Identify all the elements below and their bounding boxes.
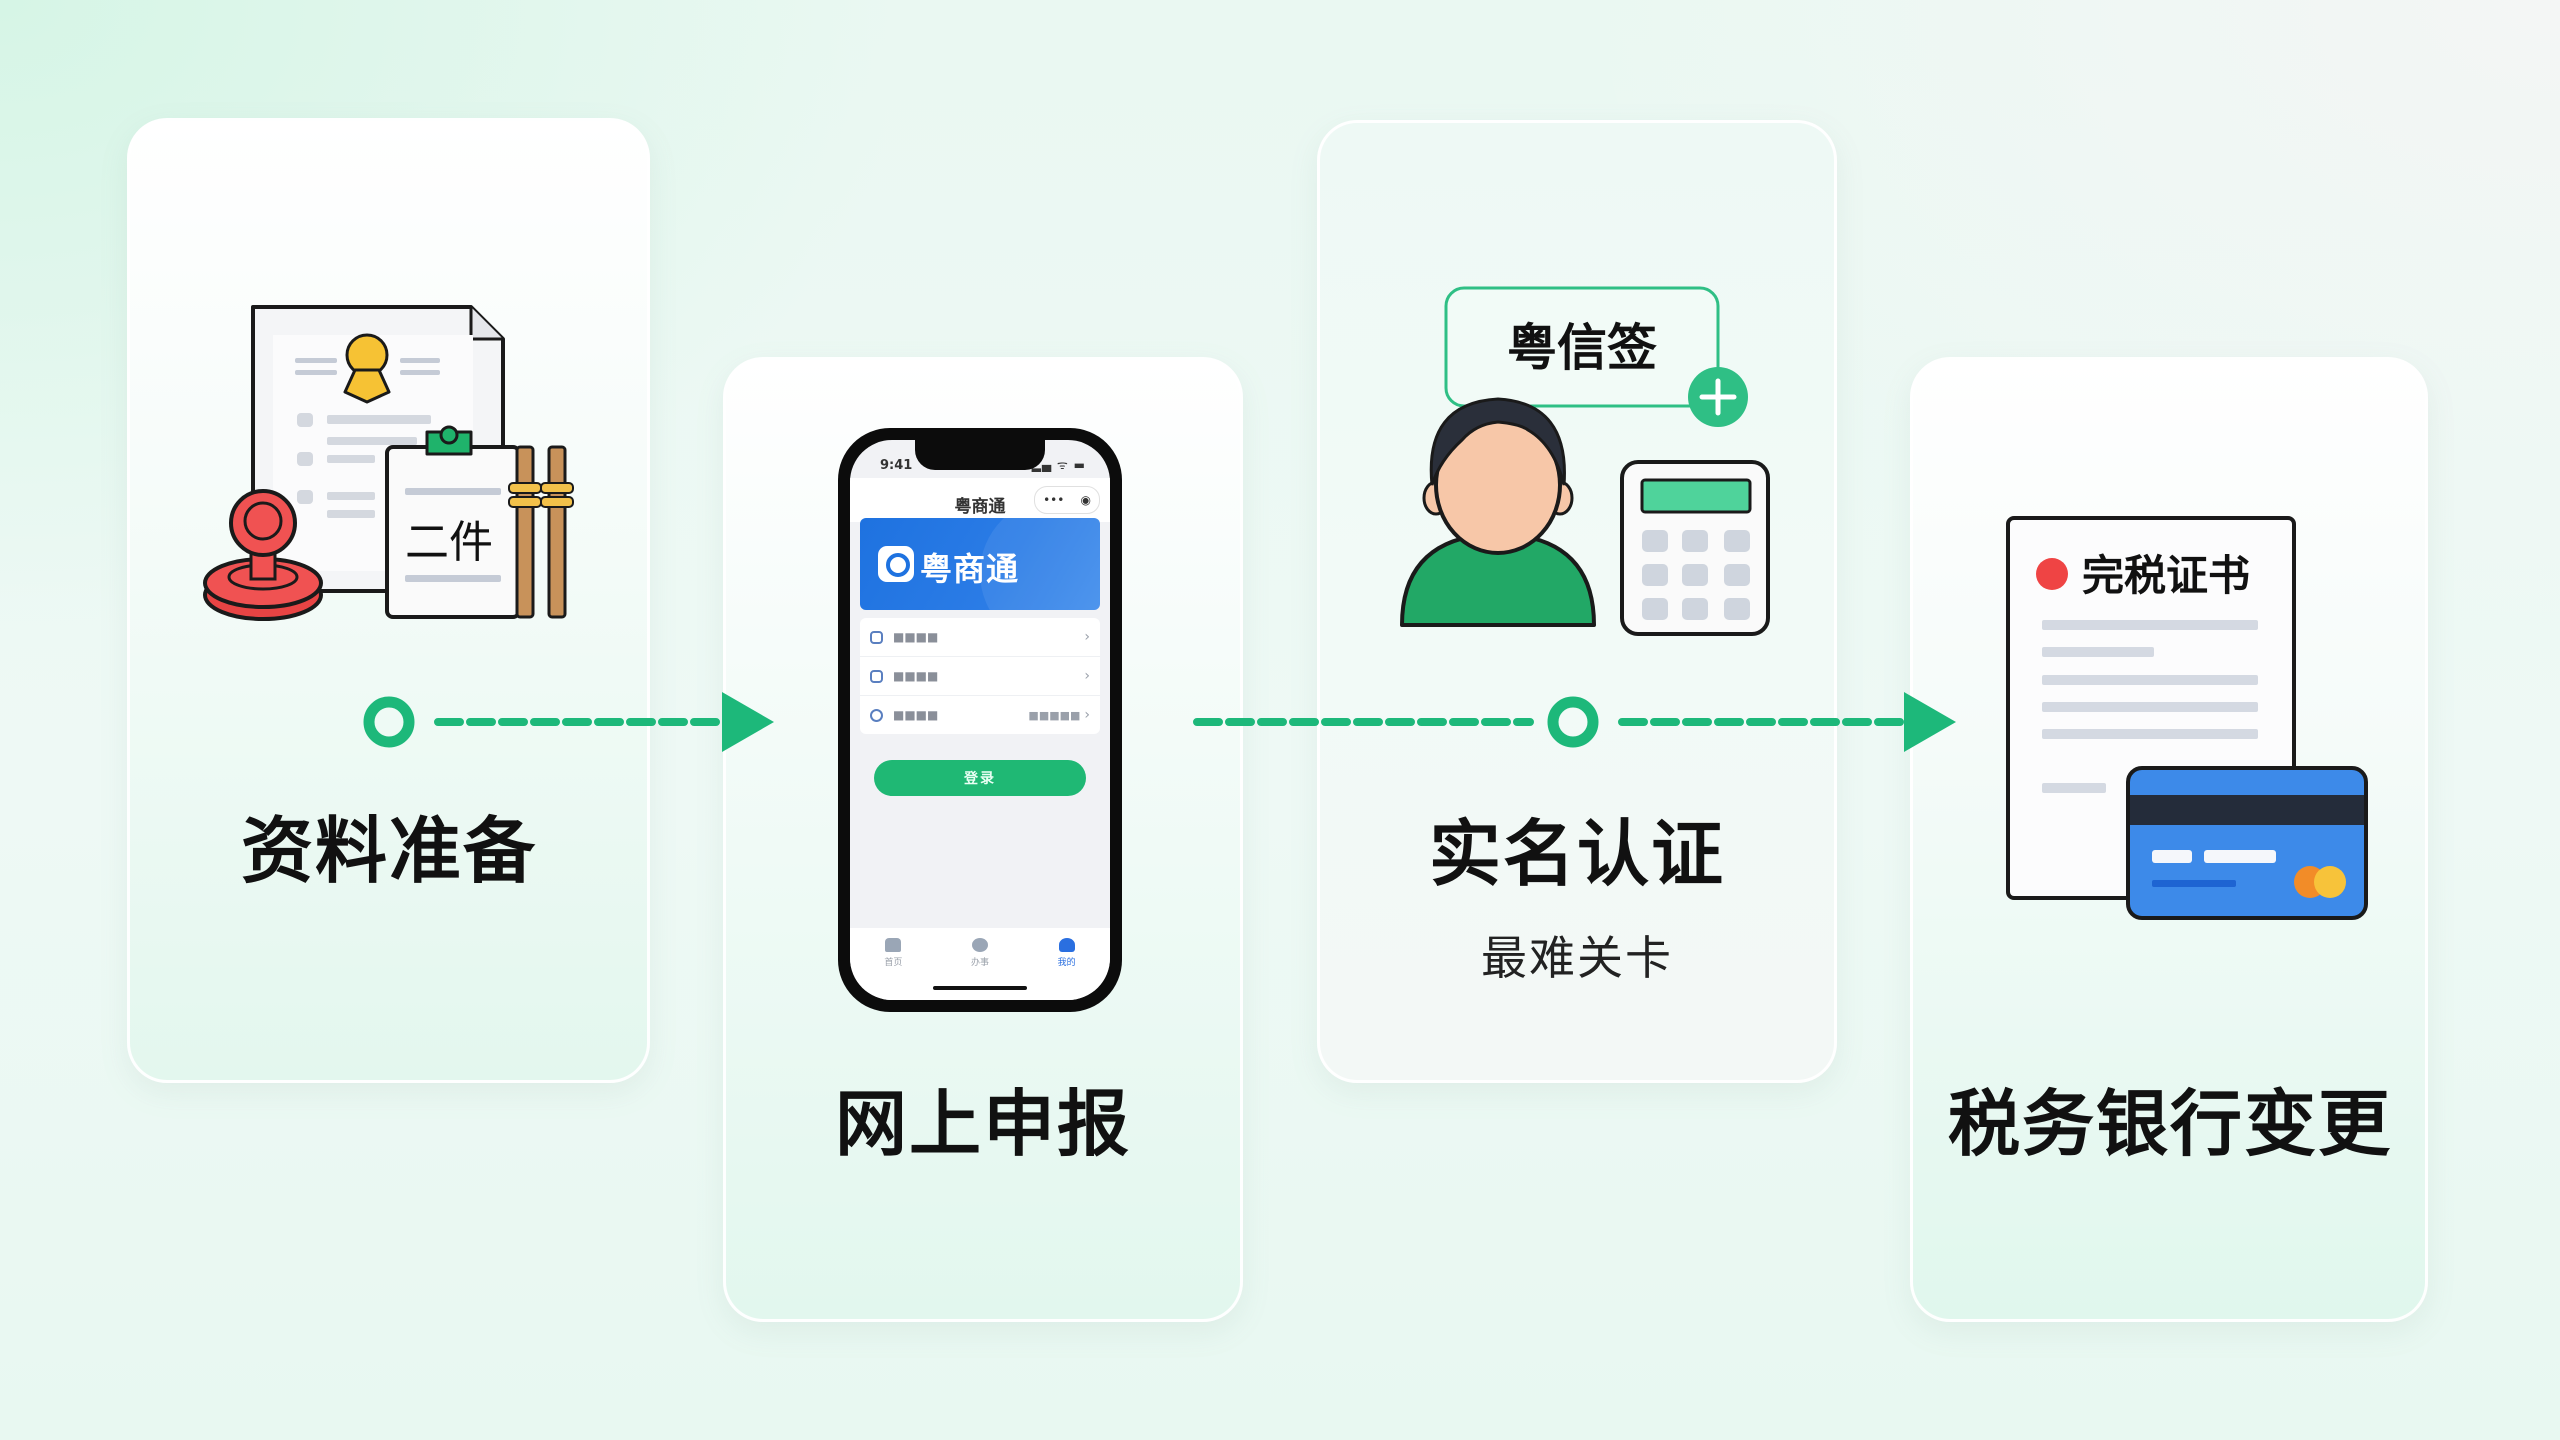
- menu-item-label: ■■■■: [893, 630, 939, 644]
- app-bar: 粤商通 ••• ◉: [850, 478, 1110, 522]
- app-title: 粤商通: [954, 497, 1006, 517]
- step-label: 资料准备: [240, 809, 538, 893]
- chevron-right-icon: ›: [1084, 707, 1090, 723]
- login-button[interactable]: 登录: [874, 760, 1086, 796]
- tab-label: 办事: [970, 958, 989, 968]
- tab-label: 我的: [1057, 958, 1076, 968]
- menu-item-label: ■■■■: [893, 669, 939, 683]
- home-icon: [885, 938, 902, 952]
- svg-text:完税证书: 完税证书: [2082, 551, 2250, 600]
- close-target-icon[interactable]: ◉: [1080, 493, 1091, 507]
- svg-text:二件: 二件: [405, 517, 493, 568]
- home-indicator: [933, 986, 1027, 990]
- tab-services[interactable]: 办事: [971, 938, 989, 1000]
- menu-item-icon: [870, 669, 883, 683]
- banner-title: 粤商通: [920, 550, 1020, 588]
- app-banner: 粤商通: [860, 518, 1100, 610]
- menu-item-icon: [870, 630, 883, 644]
- phone-screen: 9:41 ▂▄ ᯤ ▬ 粤商通 ••• ◉ 粤商通 ■■■■ › ■■■■: [850, 440, 1110, 1000]
- identity-verification-illustration-icon: 粤信签: [1400, 286, 1770, 636]
- step-sublabel: 最难关卡: [1481, 931, 1673, 985]
- menu-item[interactable]: ■■■■ ›: [860, 618, 1100, 657]
- tab-label: 首页: [884, 958, 903, 968]
- step-label: 网上申报: [834, 1082, 1132, 1166]
- tax-certificate-bankcard-illustration-icon: 完税证书: [2006, 516, 2368, 920]
- app-logo-icon: [878, 546, 914, 582]
- menu-item[interactable]: ■■■■ ›: [860, 657, 1100, 696]
- user-icon: [1058, 938, 1075, 952]
- menu-item-value: ■■■■■: [1028, 708, 1081, 722]
- phone-mockup: 9:41 ▂▄ ᯤ ▬ 粤商通 ••• ◉ 粤商通 ■■■■ › ■■■■: [838, 428, 1122, 1012]
- tab-home[interactable]: 首页: [884, 938, 902, 1000]
- menu-item[interactable]: ■■■■ ■■■■■ ›: [860, 696, 1100, 734]
- banner-decoration: [980, 518, 1100, 610]
- menu-item-icon: [870, 708, 883, 722]
- phone-notch: [915, 440, 1045, 470]
- chevron-right-icon: ›: [1084, 629, 1090, 645]
- tab-bar: 首页 办事 我的: [850, 928, 1110, 1000]
- signal-wifi-battery-icon: ▂▄ ᯤ ▬: [1031, 458, 1086, 472]
- documents-illustration-icon: 二件: [203, 305, 574, 621]
- more-icon[interactable]: •••: [1043, 493, 1065, 507]
- step-label: 实名认证: [1428, 812, 1726, 896]
- step-label: 税务银行变更: [1947, 1082, 2393, 1166]
- tab-profile[interactable]: 我的: [1058, 938, 1076, 1000]
- status-time: 9:41: [880, 458, 913, 473]
- menu-list: ■■■■ › ■■■■ › ■■■■ ■■■■■ ›: [860, 618, 1100, 734]
- chevron-right-icon: ›: [1084, 668, 1090, 684]
- chat-icon: [971, 938, 988, 952]
- miniapp-capsule[interactable]: ••• ◉: [1034, 486, 1100, 514]
- svg-text:粤信签: 粤信签: [1507, 319, 1657, 377]
- menu-item-label: ■■■■: [893, 708, 939, 722]
